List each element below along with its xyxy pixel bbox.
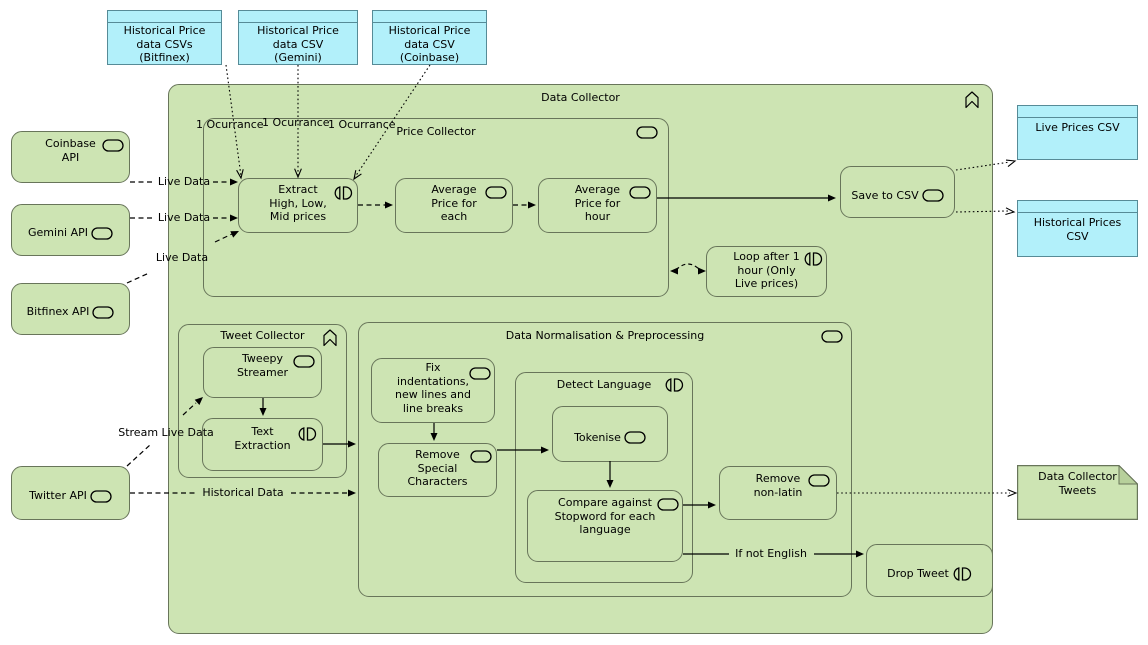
application-service-icon <box>821 330 843 343</box>
node-gemini-api[interactable]: Gemini API <box>11 204 130 256</box>
node-save-to-csv[interactable]: Save to CSV <box>840 166 955 218</box>
application-service-icon <box>636 126 658 139</box>
flow-label-live-data-bitfinex[interactable]: Live Data <box>155 251 209 264</box>
document-shape <box>1017 464 1139 520</box>
data-object-band <box>373 11 486 23</box>
application-service-icon <box>92 305 115 319</box>
application-service-icon <box>293 355 315 368</box>
group-title: Detect Language <box>556 378 652 391</box>
application-service-icon <box>102 139 124 152</box>
flow-label-if-not-english[interactable]: If not English <box>735 547 807 560</box>
deliverable-data-collector-tweets[interactable]: Data Collector Tweets <box>1017 464 1139 520</box>
chevron-bookmark-icon <box>964 90 980 109</box>
node-loop-after-hour[interactable]: Loop after 1 hour (Only Live prices) <box>706 246 827 297</box>
flow-label-live-data-coinbase[interactable]: Live Data <box>157 175 211 188</box>
group-title: Data Collector <box>541 91 620 104</box>
data-object-band <box>239 11 357 23</box>
chevron-bookmark-icon <box>322 328 338 347</box>
application-service-icon <box>469 367 491 380</box>
node-fix-indentations[interactable]: Fix indentations, new lines and line bre… <box>371 358 495 423</box>
node-drop-tweet[interactable]: Drop Tweet <box>866 544 993 597</box>
data-object-band <box>1018 106 1137 118</box>
node-tweepy-streamer[interactable]: Tweepy Streamer <box>203 347 322 398</box>
node-coinbase-api[interactable]: Coinbase API <box>11 131 130 183</box>
flow-label-historical-data[interactable]: Historical Data <box>202 486 284 499</box>
flow-label-occurrence-3[interactable]: 1 Ocurrance <box>328 118 396 131</box>
node-extract-prices[interactable]: Extract High, Low, Mid prices <box>238 178 358 233</box>
application-service-icon <box>470 450 492 463</box>
data-object-historical-prices-csv[interactable]: Historical Prices CSV <box>1017 200 1138 257</box>
node-remove-special-characters[interactable]: Remove Special Characters <box>378 443 497 497</box>
application-service-icon <box>91 226 113 240</box>
data-object-historical-bitfinex-csv[interactable]: Historical Price data CSVs (Bitfinex) <box>107 10 222 65</box>
interaction-icon <box>333 186 353 200</box>
application-service-icon <box>921 189 944 202</box>
group-title: Tweet Collector <box>220 329 305 342</box>
interaction-icon <box>297 427 317 441</box>
node-compare-stopword[interactable]: Compare against Stopword for each langua… <box>527 490 683 562</box>
application-service-icon <box>657 498 679 511</box>
application-service-icon <box>485 186 507 199</box>
application-service-icon <box>629 186 651 199</box>
data-object-live-prices-csv[interactable]: Live Prices CSV <box>1017 105 1138 160</box>
flow-label-live-data-gemini[interactable]: Live Data <box>157 211 211 224</box>
application-service-icon <box>808 474 830 487</box>
flow-label-occurrence-2[interactable]: 1 Ocurrance <box>262 116 330 129</box>
node-bitfinex-api[interactable]: Bitfinex API <box>11 283 130 335</box>
node-text-extraction[interactable]: Text Extraction <box>202 418 323 471</box>
interaction-icon <box>803 252 823 266</box>
interaction-icon <box>952 567 972 581</box>
node-twitter-api[interactable]: Twitter API <box>11 466 130 520</box>
data-object-historical-gemini-csv[interactable]: Historical Price data CSV (Gemini) <box>238 10 358 65</box>
data-object-historical-coinbase-csv[interactable]: Historical Price data CSV (Coinbase) <box>372 10 487 65</box>
data-object-band <box>108 11 221 23</box>
application-service-icon <box>624 431 646 444</box>
flow-label-stream-live-data[interactable]: Stream Live Data <box>118 426 214 439</box>
flow-label-occurrence-1[interactable]: 1 Ocurrance <box>196 118 264 131</box>
data-object-band <box>1018 201 1137 213</box>
node-average-price-hour[interactable]: Average Price for hour <box>538 178 657 233</box>
node-remove-non-latin[interactable]: Remove non-latin <box>719 466 837 520</box>
group-title: Data Normalisation & Preprocessing <box>505 329 705 342</box>
node-tokenise[interactable]: Tokenise <box>552 406 668 462</box>
node-average-price-each[interactable]: Average Price for each <box>395 178 513 233</box>
application-service-icon <box>90 489 112 503</box>
interaction-icon <box>664 378 684 392</box>
